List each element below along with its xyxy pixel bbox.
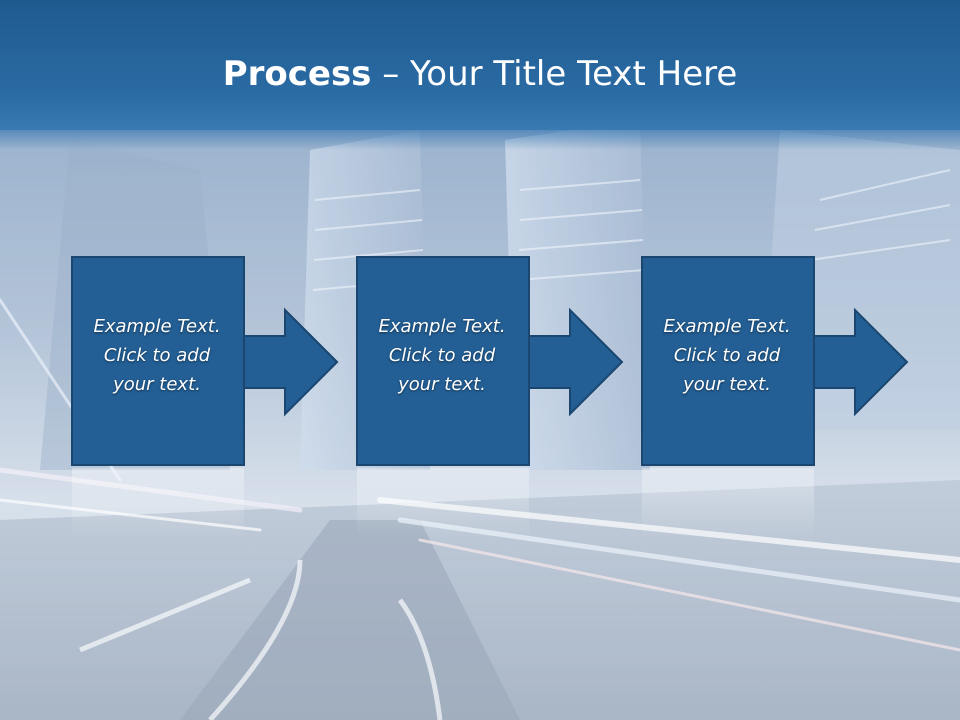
step-3-text: Example Text. Click to add your text. <box>641 312 813 399</box>
step-2-line-3: your text. <box>398 374 486 395</box>
step-2-shape <box>356 256 624 538</box>
step-3-shape <box>641 256 909 538</box>
step-1-text: Example Text. Click to add your text. <box>71 312 243 399</box>
step-1-line-3: your text. <box>113 374 201 395</box>
step-2-line-2: Click to add <box>388 345 496 366</box>
title-rest: – Your Title Text Here <box>371 54 738 94</box>
process-step-3[interactable]: Example Text. Click to add your text. <box>641 256 911 538</box>
step-1-shape <box>71 256 339 538</box>
step-3-line-1: Example Text. <box>663 316 791 337</box>
step-1-line-2: Click to add <box>103 345 211 366</box>
title-bar <box>0 0 960 150</box>
process-step-2[interactable]: Example Text. Click to add your text. <box>356 256 626 538</box>
slide-title[interactable]: Process – Your Title Text Here <box>0 52 960 96</box>
step-3-line-2: Click to add <box>673 345 781 366</box>
step-3-line-3: your text. <box>683 374 771 395</box>
step-2-line-1: Example Text. <box>378 316 506 337</box>
step-1-line-1: Example Text. <box>93 316 221 337</box>
process-step-1[interactable]: Example Text. Click to add your text. <box>71 256 341 538</box>
step-2-text: Example Text. Click to add your text. <box>356 312 528 399</box>
title-bold: Process <box>222 54 372 94</box>
